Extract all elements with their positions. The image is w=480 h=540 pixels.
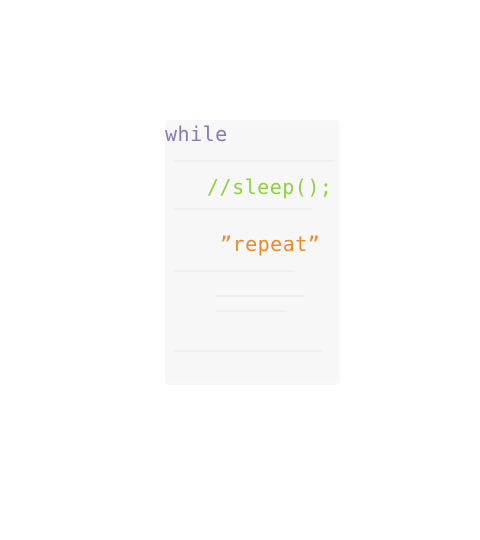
while-keyword: while [165, 122, 228, 146]
faded-background-text [165, 120, 340, 385]
repeat-string: ”repeat” [220, 232, 321, 256]
sleep-comment: //sleep(); [207, 175, 333, 199]
code-art-graphic: while //sleep(); ”repeat” [165, 120, 340, 385]
